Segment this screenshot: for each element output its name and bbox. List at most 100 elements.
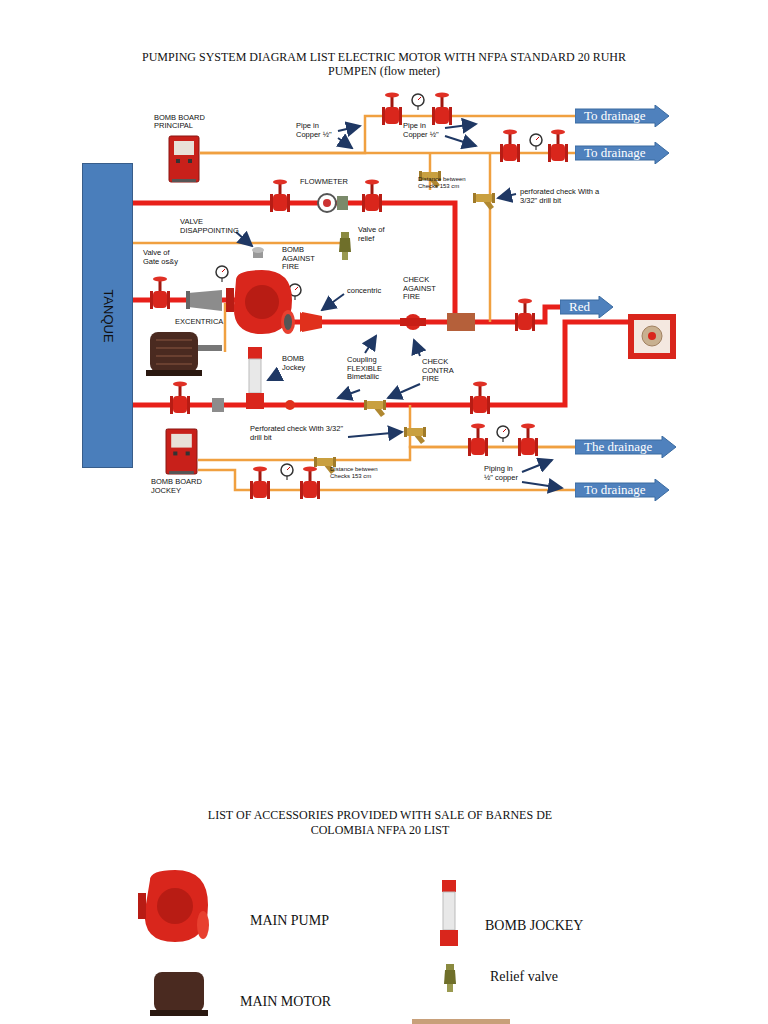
jockey-pump-part bbox=[249, 359, 261, 393]
red-pipes bbox=[124, 203, 628, 405]
list-images-part bbox=[443, 892, 455, 930]
part-label: MAIN MOTOR bbox=[240, 994, 331, 1010]
part-label: BOMB Jockey bbox=[282, 355, 318, 372]
drain-arrow: To drainage bbox=[575, 142, 669, 164]
part-label: BOMB AGAINST FIRE bbox=[282, 246, 322, 272]
list-images-part bbox=[197, 911, 209, 939]
node-text: TANQUE bbox=[100, 289, 115, 342]
leader-arrows-part bbox=[445, 136, 476, 146]
part-label: FLOWMETER bbox=[300, 178, 348, 187]
jockey-pump-part bbox=[246, 393, 264, 409]
y-checks-part bbox=[364, 400, 386, 417]
list-images bbox=[138, 870, 510, 1024]
jockey-pump-part bbox=[248, 347, 262, 359]
part-label: CHECK CONTRA FIRE bbox=[422, 358, 464, 384]
leader-arrows-part bbox=[338, 390, 360, 398]
hose-cabinet-part bbox=[628, 314, 676, 359]
pump-control-board: BOMB BOARD JOCKEY bbox=[165, 428, 198, 475]
leader-arrows-part bbox=[522, 482, 562, 488]
node-shape-part bbox=[166, 429, 197, 474]
part-label: Valve of relief bbox=[358, 226, 398, 243]
leader-arrows-part bbox=[522, 460, 552, 472]
node-shape-part bbox=[174, 141, 194, 155]
part-label: BOMB JOCKEY bbox=[485, 918, 583, 934]
node-shape-part bbox=[173, 452, 177, 456]
node-shape-part bbox=[186, 452, 190, 456]
orange-pipes-part bbox=[489, 153, 492, 322]
node-shape-part bbox=[188, 159, 192, 163]
main-motor bbox=[146, 332, 222, 376]
node-shape-part bbox=[169, 471, 194, 474]
gate-valves-part bbox=[250, 467, 270, 500]
node-text: BOMB BOARD PRINCIPAL bbox=[154, 114, 214, 131]
drain-arrow: To drainage bbox=[575, 479, 669, 501]
orange-pipes-part bbox=[410, 405, 575, 447]
hose-cabinet bbox=[628, 314, 676, 359]
node-shape-part bbox=[172, 179, 196, 182]
hose-cabinet-part bbox=[642, 326, 662, 346]
hose-cabinet-part bbox=[648, 332, 656, 340]
flowmeter-part bbox=[337, 196, 348, 210]
jockey-pump-part bbox=[285, 400, 295, 410]
part-label: Distance between Checks 153 cm bbox=[330, 466, 388, 480]
main-pump-part bbox=[245, 285, 279, 319]
hose-cabinet-part bbox=[634, 320, 670, 353]
relief-valve-part bbox=[339, 232, 351, 260]
check-valve-part bbox=[400, 318, 426, 326]
node-shape bbox=[165, 428, 198, 475]
diagram-title: PUMPING SYSTEM DIAGRAM LIST ELECTRIC MOT… bbox=[134, 50, 634, 79]
relief-valve bbox=[339, 232, 351, 260]
gate-valves-part bbox=[432, 93, 452, 126]
leader-arrows-part bbox=[338, 126, 360, 131]
part-label: Relief valve bbox=[490, 969, 558, 985]
list-images-part bbox=[412, 1019, 510, 1024]
leader-arrows-part bbox=[365, 336, 376, 353]
pressure-gauges-part bbox=[281, 464, 293, 480]
leader-arrows-part bbox=[268, 374, 280, 380]
part-label: Pipe in Copper ½" bbox=[403, 122, 443, 139]
pressure-gauges-part bbox=[497, 426, 509, 442]
flowmeter-part bbox=[323, 199, 331, 207]
part-label: Piping in ½" copper bbox=[484, 465, 522, 482]
list-images-part bbox=[440, 930, 458, 946]
node-text: The drainage bbox=[584, 439, 652, 455]
gate-valves bbox=[150, 93, 568, 500]
part-label: Distance between Checks 153 cm bbox=[418, 176, 474, 190]
gate-valves-part bbox=[170, 382, 190, 415]
eccentric-reducer-part bbox=[188, 290, 222, 311]
main-motor-part bbox=[156, 340, 192, 364]
main-pump bbox=[226, 270, 295, 334]
main-pump-part bbox=[284, 314, 292, 330]
gate-valves-part bbox=[270, 180, 290, 213]
y-checks-part bbox=[404, 427, 426, 444]
list-images-part bbox=[157, 888, 193, 924]
leader-arrows-part bbox=[414, 340, 420, 356]
part-label: MAIN PUMP bbox=[250, 913, 329, 929]
flowmeter-part bbox=[318, 194, 336, 212]
jockey-pump-part bbox=[212, 398, 224, 412]
part-label: Pipe in Copper ½" bbox=[296, 122, 336, 139]
pressure-gauges bbox=[216, 94, 542, 480]
tee bbox=[447, 313, 475, 331]
node-shape-part bbox=[171, 434, 192, 448]
gate-valves-part bbox=[362, 180, 382, 213]
part-label: LIST OF ACCESSORIES PROVIDED WITH SALE O… bbox=[180, 808, 580, 838]
gate-valves-part bbox=[548, 130, 568, 163]
drain-arrow: To drainage bbox=[575, 105, 669, 127]
node-text: To drainage bbox=[584, 145, 646, 161]
orange-pipes bbox=[124, 153, 575, 447]
main-motor-part bbox=[146, 370, 202, 376]
gate-valves-part bbox=[300, 467, 320, 500]
leader-arrows-part bbox=[498, 194, 516, 198]
air-valve bbox=[252, 247, 264, 258]
drain-arrow: Red bbox=[560, 296, 613, 318]
node-shape-part bbox=[176, 159, 180, 163]
y-checks-part bbox=[473, 193, 495, 210]
red-pipes-part bbox=[124, 322, 628, 405]
gate-valves-part bbox=[468, 424, 488, 457]
part-label: perforated check With a 3/32" drill bit bbox=[520, 188, 604, 205]
node-shape-part bbox=[560, 296, 613, 318]
part-label: VALVE DISAPPOINTING bbox=[180, 218, 240, 235]
eccentric-reducer-part bbox=[186, 291, 190, 309]
